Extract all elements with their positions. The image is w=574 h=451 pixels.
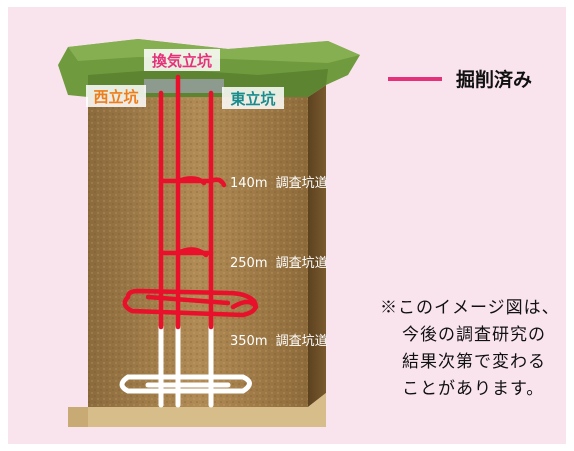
gallery-name-350: 調査坑道 [276,334,328,349]
svg-text:250m 調査坑道: 250m 調査坑道 [230,256,328,271]
excavated-tunnels [122,74,259,330]
gallery-depth-350: 350m [230,334,267,349]
gallery-labels: 140m 調査坑道 250m 調査坑道 350m 調査坑道 [230,176,328,349]
svg-text:350m 調査坑道: 350m 調査坑道 [230,334,328,349]
gallery-name-250: 調査坑道 [276,256,328,271]
label-ventilation-shaft: 換気立坑 [152,52,212,70]
gallery-depth-140: 140m [230,176,267,191]
gallery-350m [122,288,258,318]
gallery-depth-250: 250m [230,256,267,271]
legend-swatch [388,76,442,81]
planned-tunnels [119,324,252,408]
note-body: 今後の調査研究の結果次第で変わることがあります。 [402,325,546,399]
shaft-labels: 換気立坑 西立坑 東立坑 [86,49,284,109]
gallery-250m [158,247,214,258]
label-west-shaft: 西立坑 [93,88,138,106]
gallery-140m [158,176,227,188]
disclaimer-note: ※このイメージ図は、 今後の調査研究の結果次第で変わることがあります。 [380,295,560,403]
svg-text:140m 調査坑道: 140m 調査坑道 [230,176,328,191]
underground-facility-diagram: 換気立坑 西立坑 東立坑 140m 調査坑道 250m 調査坑道 350m 調査… [58,39,360,427]
figure-panel: 換気立坑 西立坑 東立坑 140m 調査坑道 250m 調査坑道 350m 調査… [8,7,566,444]
ground-surface [58,39,360,97]
legend: 掘削済み [388,65,532,92]
legend-label: 掘削済み [456,69,533,91]
note-line1: ※このイメージ図は、 [380,298,560,318]
gallery-name-140: 調査坑道 [276,176,328,191]
label-east-shaft: 東立坑 [230,90,275,108]
